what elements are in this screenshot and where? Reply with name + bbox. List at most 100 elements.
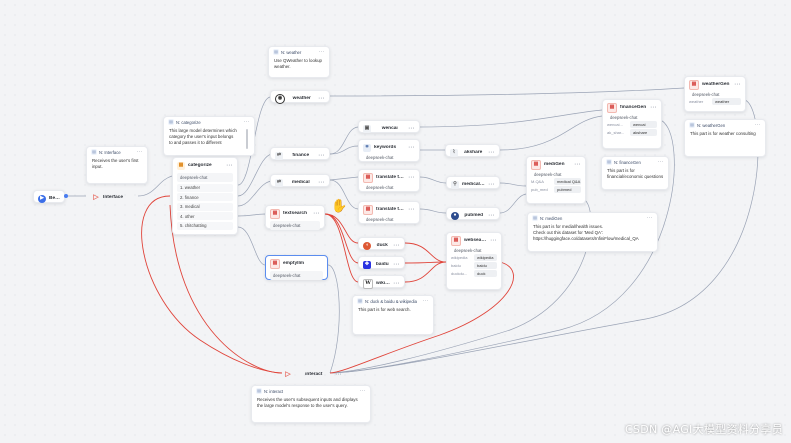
flag-icon: ▷ — [285, 371, 291, 378]
wencai-icon: ▣ — [363, 124, 371, 133]
more-menu-icon[interactable]: ··· — [243, 119, 250, 125]
duck-title: duck — [376, 243, 388, 248]
param-value: medical Q&A — [554, 178, 581, 185]
medical-node[interactable]: ⇌ medical ··· — [270, 174, 330, 187]
more-menu-icon[interactable]: ··· — [393, 261, 400, 268]
more-menu-icon[interactable]: ··· — [734, 81, 741, 88]
keywords-node[interactable]: ⌗ keywords ··· deepseek-chat — [358, 139, 420, 162]
medical-qa-node[interactable]: ⚲ medical Q&A ··· — [446, 176, 500, 189]
switch-icon: ⇌ — [275, 178, 283, 187]
note-categorize[interactable]: ▤ N: categorize ··· This large model det… — [163, 116, 255, 156]
more-menu-icon[interactable]: ··· — [408, 174, 415, 181]
more-menu-icon[interactable]: ··· — [335, 371, 342, 378]
more-menu-icon[interactable]: ··· — [490, 237, 497, 244]
finance-node[interactable]: ⇌ finance ··· — [270, 147, 330, 160]
baidu-title: baidu — [375, 262, 389, 267]
more-menu-icon[interactable]: ··· — [754, 122, 761, 128]
param-row: wikipedia wikipedia — [451, 254, 497, 261]
note-body: This part is for weather consulting — [685, 130, 765, 140]
note-interact[interactable]: ▤ N: interact ··· Receives the user's su… — [251, 385, 371, 423]
edge-medical-translate-en — [329, 179, 359, 210]
edge-akshare-financegen — [499, 115, 603, 151]
textsearch-node[interactable]: ▦ textsearch ··· deepseek-chat — [265, 205, 325, 230]
begin-output-handle[interactable] — [64, 194, 68, 198]
websearchgen-node[interactable]: ▦ websearchGen ··· deepseek-chat wikiped… — [446, 232, 502, 290]
more-menu-icon[interactable]: ··· — [574, 161, 581, 168]
financegen-title: financeGen — [620, 105, 647, 110]
note-interface[interactable]: ▤ N: Interface ··· Receives the user's f… — [86, 146, 148, 184]
param-key: weather — [689, 99, 704, 104]
akshare-node[interactable]: ⌇ akshare ··· — [445, 144, 500, 157]
translate-chinese-node[interactable]: ▦ translate to Chine... ··· deepseek-cha… — [358, 169, 420, 192]
wikipedia-node[interactable]: W wikipedia ··· — [358, 275, 405, 289]
llm-grid-icon: ▦ — [270, 258, 280, 269]
wencai-title: wencai — [381, 126, 398, 131]
param-row: wencai... wencai — [607, 121, 657, 128]
interface-node[interactable]: ▷ Interface — [88, 190, 138, 203]
wencai-node[interactable]: ▣ wencai ··· — [358, 120, 420, 133]
param-row: ak_shar... akshare — [607, 129, 657, 136]
more-menu-icon[interactable]: ··· — [650, 104, 657, 111]
note-weather[interactable]: ▤ N: weather ··· Use QWeather to lookup … — [268, 46, 330, 78]
note-icon: ▤ — [91, 149, 97, 155]
more-menu-icon[interactable]: ··· — [488, 149, 495, 156]
duck-node[interactable]: ◖ duck ··· — [358, 237, 405, 250]
interact-node[interactable]: ▷ interact ··· — [280, 367, 346, 380]
note-line: This part is for weather consulting — [690, 131, 756, 136]
emptyllm-node[interactable]: ▦ emptyllm deepseek-chat — [265, 255, 328, 280]
more-menu-icon[interactable]: ··· — [136, 149, 143, 155]
more-menu-icon[interactable]: ··· — [408, 125, 415, 132]
more-menu-icon[interactable]: ··· — [657, 159, 664, 165]
begin-node[interactable]: ▶ Begin — [33, 190, 65, 203]
weather-node[interactable]: ◉ weather ··· — [270, 90, 330, 104]
medigen-node[interactable]: ▦ mediGen ··· deepseek-chat M.Q&A medica… — [526, 156, 586, 204]
edge-categorize-emptyllm — [237, 226, 266, 266]
more-menu-icon[interactable]: ··· — [313, 210, 320, 217]
model-label: deepseek-chat — [692, 92, 720, 97]
llm-grid-icon: ▦ — [607, 102, 617, 113]
translate-english-node[interactable]: ▦ translate to Engli... ··· deepseek-cha… — [358, 201, 420, 224]
model-label: deepseek-chat — [177, 173, 233, 182]
more-menu-icon[interactable]: ··· — [393, 242, 400, 249]
model-label: deepseek-chat — [366, 217, 394, 222]
note-line: This part is for — [607, 168, 635, 173]
more-menu-icon[interactable]: ··· — [488, 212, 495, 219]
more-menu-icon[interactable]: ··· — [226, 162, 233, 169]
edge-categorize-medical — [237, 180, 273, 207]
pubmed-node[interactable]: ● pubmed ··· — [446, 207, 500, 220]
translate-english-title: translate to Engli... — [376, 207, 406, 212]
more-menu-icon[interactable]: ··· — [408, 144, 415, 151]
note-medigen[interactable]: ▤ N: mediGen ··· This part is for medial… — [527, 212, 658, 252]
param-value: baidu — [474, 262, 497, 269]
param-value: wencai — [630, 121, 657, 128]
more-menu-icon[interactable]: ··· — [318, 179, 325, 186]
more-menu-icon[interactable]: ··· — [318, 95, 325, 102]
more-menu-icon[interactable]: ··· — [359, 388, 366, 394]
chart-line-icon: ⌇ — [450, 148, 458, 157]
note-title: N: weatherGen — [697, 122, 726, 128]
translate-chinese-title: translate to Chine... — [376, 175, 406, 180]
switch-icon: ⇌ — [275, 151, 283, 160]
more-menu-icon[interactable]: ··· — [422, 298, 429, 304]
more-menu-icon[interactable]: ··· — [318, 152, 325, 159]
wikipedia-title: wikipedia — [376, 281, 391, 286]
more-menu-icon[interactable]: ··· — [318, 49, 325, 55]
weathergen-node[interactable]: ▦ weatherGen ··· deepseek-chat weather w… — [684, 76, 746, 112]
llm-grid-icon: ▦ — [363, 172, 373, 183]
note-weathergen[interactable]: ▤ N: weatherGen ··· This part is for wea… — [684, 119, 766, 157]
more-menu-icon[interactable]: ··· — [408, 206, 415, 213]
baidu-node[interactable]: ✥ baidu ··· — [358, 256, 405, 269]
financegen-node[interactable]: ▦ financeGen ··· deepseek-chat wencai...… — [602, 99, 662, 149]
edge-weather-weathergen — [329, 87, 685, 97]
baidu-icon: ✥ — [363, 260, 371, 269]
note-search[interactable]: ▤ N: duck & baidu & wikipedia ··· This p… — [352, 295, 434, 335]
llm-grid-icon: ▦ — [531, 159, 541, 170]
note-scrollbar[interactable] — [246, 129, 248, 149]
categorize-node[interactable]: ▦ categorize ··· deepseek-chat 1. weathe… — [172, 157, 238, 235]
note-financegen[interactable]: ▤ N: financeGen ··· This part is for fin… — [601, 156, 669, 190]
interact-title: interact — [305, 372, 323, 377]
more-menu-icon[interactable]: ··· — [646, 215, 653, 221]
more-menu-icon[interactable]: ··· — [488, 181, 495, 188]
more-menu-icon[interactable]: ··· — [393, 280, 400, 287]
